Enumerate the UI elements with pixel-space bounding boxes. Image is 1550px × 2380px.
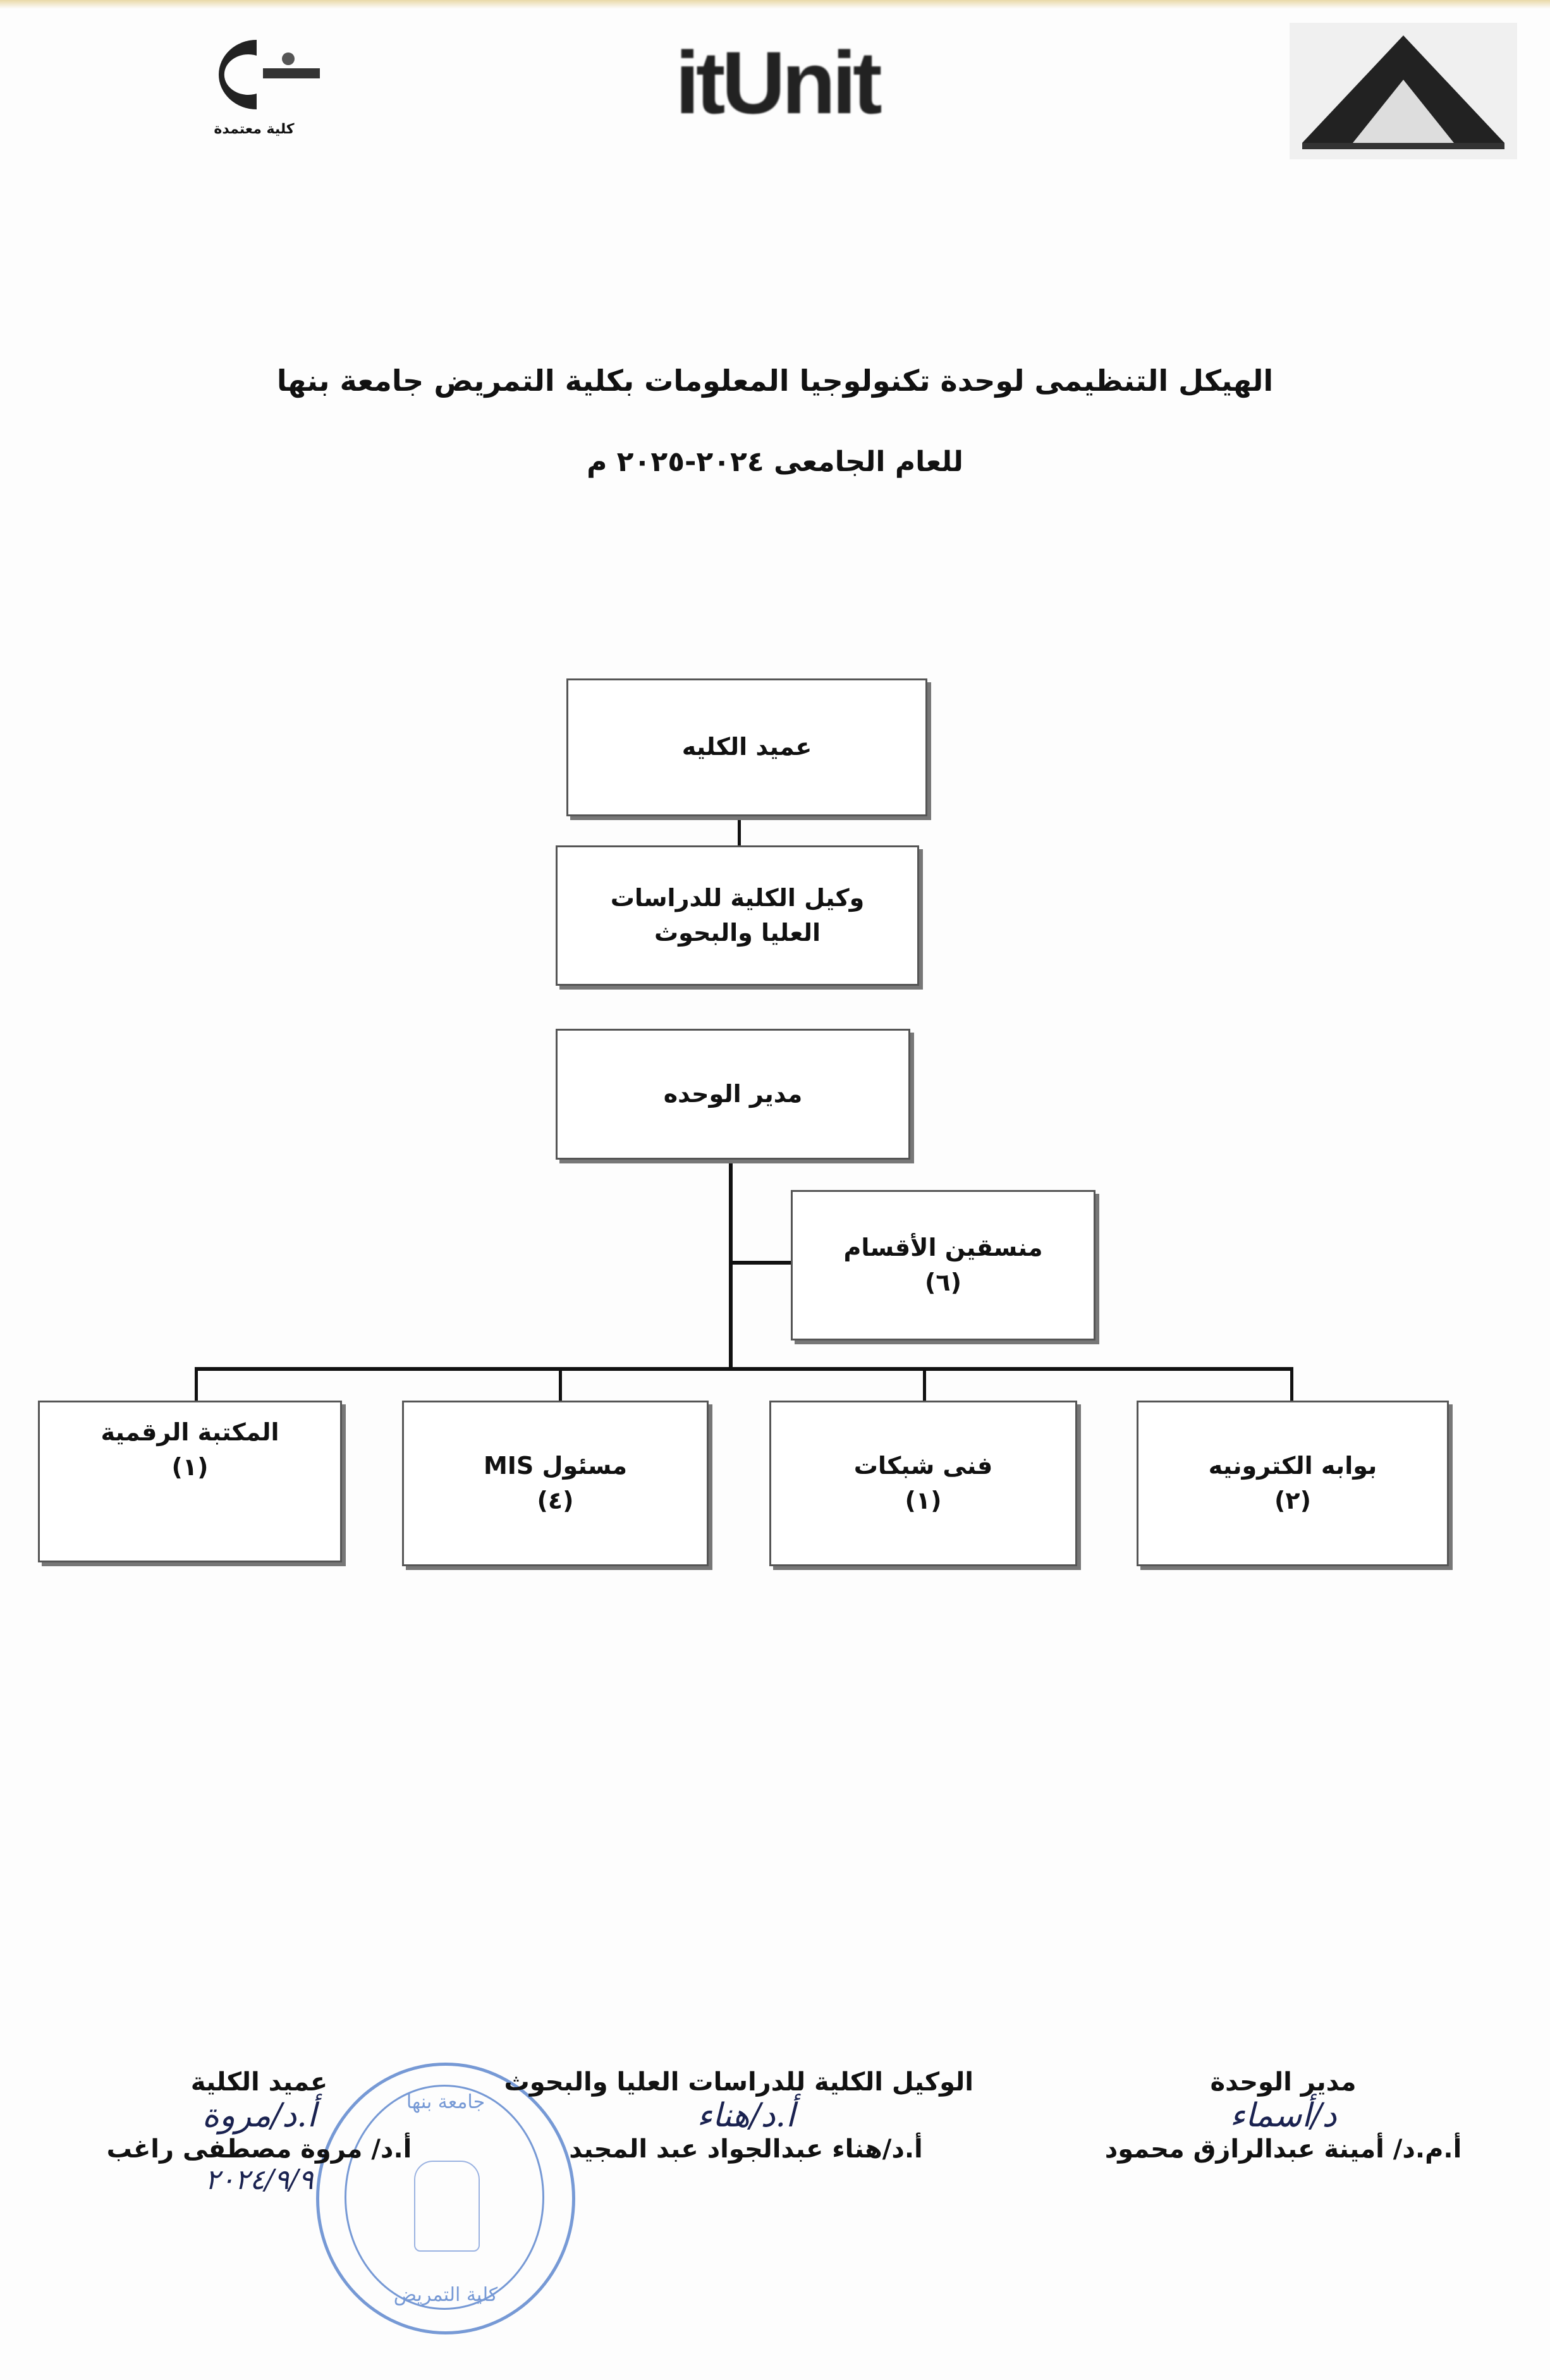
- signature-block-vice-dean: الوكيل الكلية للدراسات العليا والبحوث أ.…: [504, 2068, 973, 2164]
- signature-block-unit-director: مدير الوحدة د/أسماء أ.م.د/ أمينة عبدالرا…: [1087, 2068, 1479, 2164]
- box-label: مسئول MIS: [483, 1451, 628, 1480]
- connector-line: [195, 1367, 1293, 1371]
- signature-name: أ.م.د/ أمينة عبدالرازق محمود: [1104, 2135, 1462, 2164]
- connector-line: [195, 1367, 198, 1401]
- box-label: بوابه الكترونيه: [1208, 1451, 1377, 1480]
- signature-name: أ.د/هناء عبدالجواد عبد المجيد: [569, 2135, 923, 2164]
- box-count: (١): [171, 1453, 209, 1481]
- handwritten-signature: أ.د/مروة: [202, 2097, 317, 2135]
- university-logo: [1290, 23, 1517, 159]
- logo-caption: كلية معتمدة: [214, 121, 295, 137]
- page-subtitle: للعام الجامعى ٢٠٢٤-٢٠٢٥ م: [587, 446, 963, 478]
- itunit-logo: itUnit: [675, 33, 882, 132]
- org-box-vice-dean: وكيل الكلية للدراسات العليا والبحوث: [556, 845, 919, 986]
- signature-role: مدير الوحدة: [1210, 2068, 1357, 2097]
- connector-line: [729, 1160, 733, 1371]
- box-label: مدير الوحده: [663, 1079, 803, 1108]
- org-box-dean: عميد الكليه: [566, 678, 927, 816]
- handwritten-signature: د/أسماء: [1230, 2097, 1337, 2135]
- connector-line: [923, 1367, 926, 1401]
- box-count: (٢): [1274, 1487, 1311, 1514]
- connector-line: [559, 1367, 562, 1401]
- connector-line: [738, 816, 741, 845]
- signature-date: ٢٠٢٤/٩/٩: [205, 2164, 314, 2196]
- org-box-network-tech: فنى شبكات (١): [769, 1401, 1077, 1566]
- org-box-coordinators: منسقين الأقسام (٦): [791, 1190, 1095, 1340]
- official-stamp: جامعة بنها كلية التمريض: [316, 2063, 575, 2334]
- box-count: (٤): [537, 1487, 574, 1514]
- eagle-emblem-icon: [414, 2161, 480, 2252]
- box-label: فنى شبكات: [853, 1451, 993, 1480]
- box-label: المكتبة الرقمية: [101, 1418, 279, 1446]
- org-box-digital-library: المكتبة الرقمية (١): [38, 1401, 342, 1562]
- signature-role: الوكيل الكلية للدراسات العليا والبحوث: [504, 2068, 973, 2097]
- handwritten-signature: أ.د/هناء: [697, 2097, 795, 2135]
- box-label: وكيل الكلية للدراسات العليا والبحوث: [610, 883, 865, 947]
- box-count: (١): [905, 1487, 942, 1514]
- connector-line: [729, 1261, 791, 1265]
- stamp-text-bottom: كلية التمريض: [393, 2284, 498, 2306]
- page-title: الهيكل التنظيمى لوحدة تكنولوجيا المعلوما…: [276, 364, 1274, 398]
- box-label: منسقين الأقسام: [843, 1233, 1043, 1261]
- box-count: (٦): [925, 1268, 961, 1296]
- stamp-text-top: جامعة بنها: [406, 2091, 485, 2113]
- box-label: عميد الكليه: [681, 733, 812, 761]
- signature-name: أ.د/ مروة مصطفى راغب: [106, 2135, 412, 2164]
- org-box-mis: مسئول MIS (٤): [402, 1401, 709, 1566]
- scan-edge: [0, 0, 1550, 9]
- faculty-logo: كلية معتمدة: [174, 30, 334, 140]
- org-box-e-portal: بوابه الكترونيه (٢): [1137, 1401, 1449, 1566]
- signature-block-dean: عميد الكلية أ.د/مروة أ.د/ مروة مصطفى راغ…: [95, 2068, 424, 2196]
- org-box-unit-director: مدير الوحده: [556, 1029, 910, 1160]
- signature-role: عميد الكلية: [190, 2068, 328, 2097]
- connector-line: [1290, 1367, 1293, 1401]
